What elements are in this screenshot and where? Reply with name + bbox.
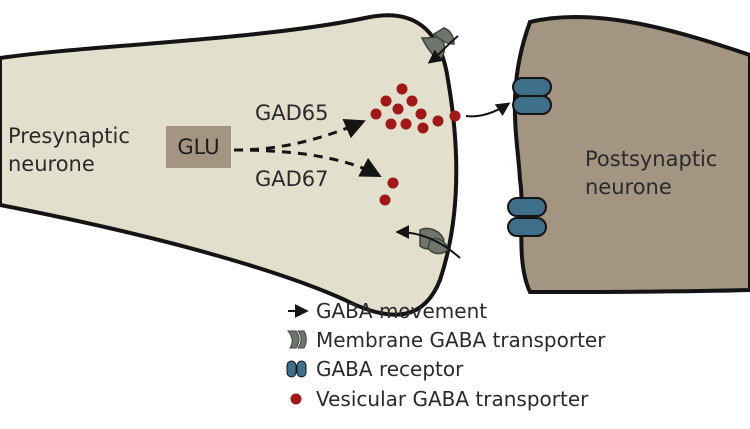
vesicle-dot	[380, 95, 392, 107]
glu-to-gad65-path	[233, 118, 366, 152]
vesicle-dot	[392, 103, 404, 115]
legend-item-vesicular-transporter: Vesicular GABA transporter	[316, 385, 588, 413]
legend-label: GABA movement	[316, 299, 488, 323]
legend-item-gaba-receptor: GABA receptor	[316, 355, 463, 383]
vesicle-dot	[387, 177, 399, 189]
gaba-receptor-bottom	[507, 197, 547, 237]
gaba-release-arrow	[465, 102, 511, 118]
presynaptic-label-line2: neurone	[8, 152, 95, 176]
vesicle-dot	[415, 108, 427, 120]
legend-label: Membrane GABA transporter	[316, 328, 606, 352]
legend-item-membrane-transporter: Membrane GABA transporter	[316, 326, 605, 354]
postsynaptic-label-line1: Postsynaptic	[585, 147, 718, 171]
postsynaptic-label: Postsynaptic neurone	[585, 145, 717, 201]
vesicle-dot	[400, 118, 412, 130]
vesicle-dot	[385, 118, 397, 130]
vesicle-dot	[432, 115, 444, 127]
legend-membrane-transporter-icon	[286, 330, 307, 349]
postsynaptic-neurone-shape	[512, 15, 750, 295]
vesicle-dot	[449, 110, 461, 122]
legend-vesicle-dot-icon	[290, 393, 302, 405]
membrane-transporter-top	[420, 27, 459, 64]
glu-to-gad67-path	[233, 148, 382, 177]
glu-box: GLU	[166, 126, 231, 168]
legend-receptor-icon	[286, 360, 307, 378]
membrane-transporter-bottom	[395, 225, 461, 259]
gad67-label: GAD67	[255, 167, 329, 191]
vesicle-cluster	[370, 83, 461, 206]
vesicle-dot	[370, 108, 382, 120]
postsynaptic-label-line2: neurone	[585, 175, 672, 199]
legend-label: GABA receptor	[316, 357, 464, 381]
vesicle-dot	[396, 83, 408, 95]
gad65-label: GAD65	[255, 101, 329, 125]
gaba-receptor-top	[512, 77, 552, 115]
presynaptic-label-line1: Presynaptic	[8, 124, 130, 148]
legend-item-gaba-movement: GABA movement	[316, 297, 487, 325]
vesicle-dot	[379, 194, 391, 206]
vesicle-dot	[417, 122, 429, 134]
legend-label: Vesicular GABA transporter	[316, 387, 589, 411]
glu-label: GLU	[177, 135, 220, 159]
presynaptic-label: Presynaptic neurone	[8, 122, 130, 178]
vesicle-dot	[406, 95, 418, 107]
